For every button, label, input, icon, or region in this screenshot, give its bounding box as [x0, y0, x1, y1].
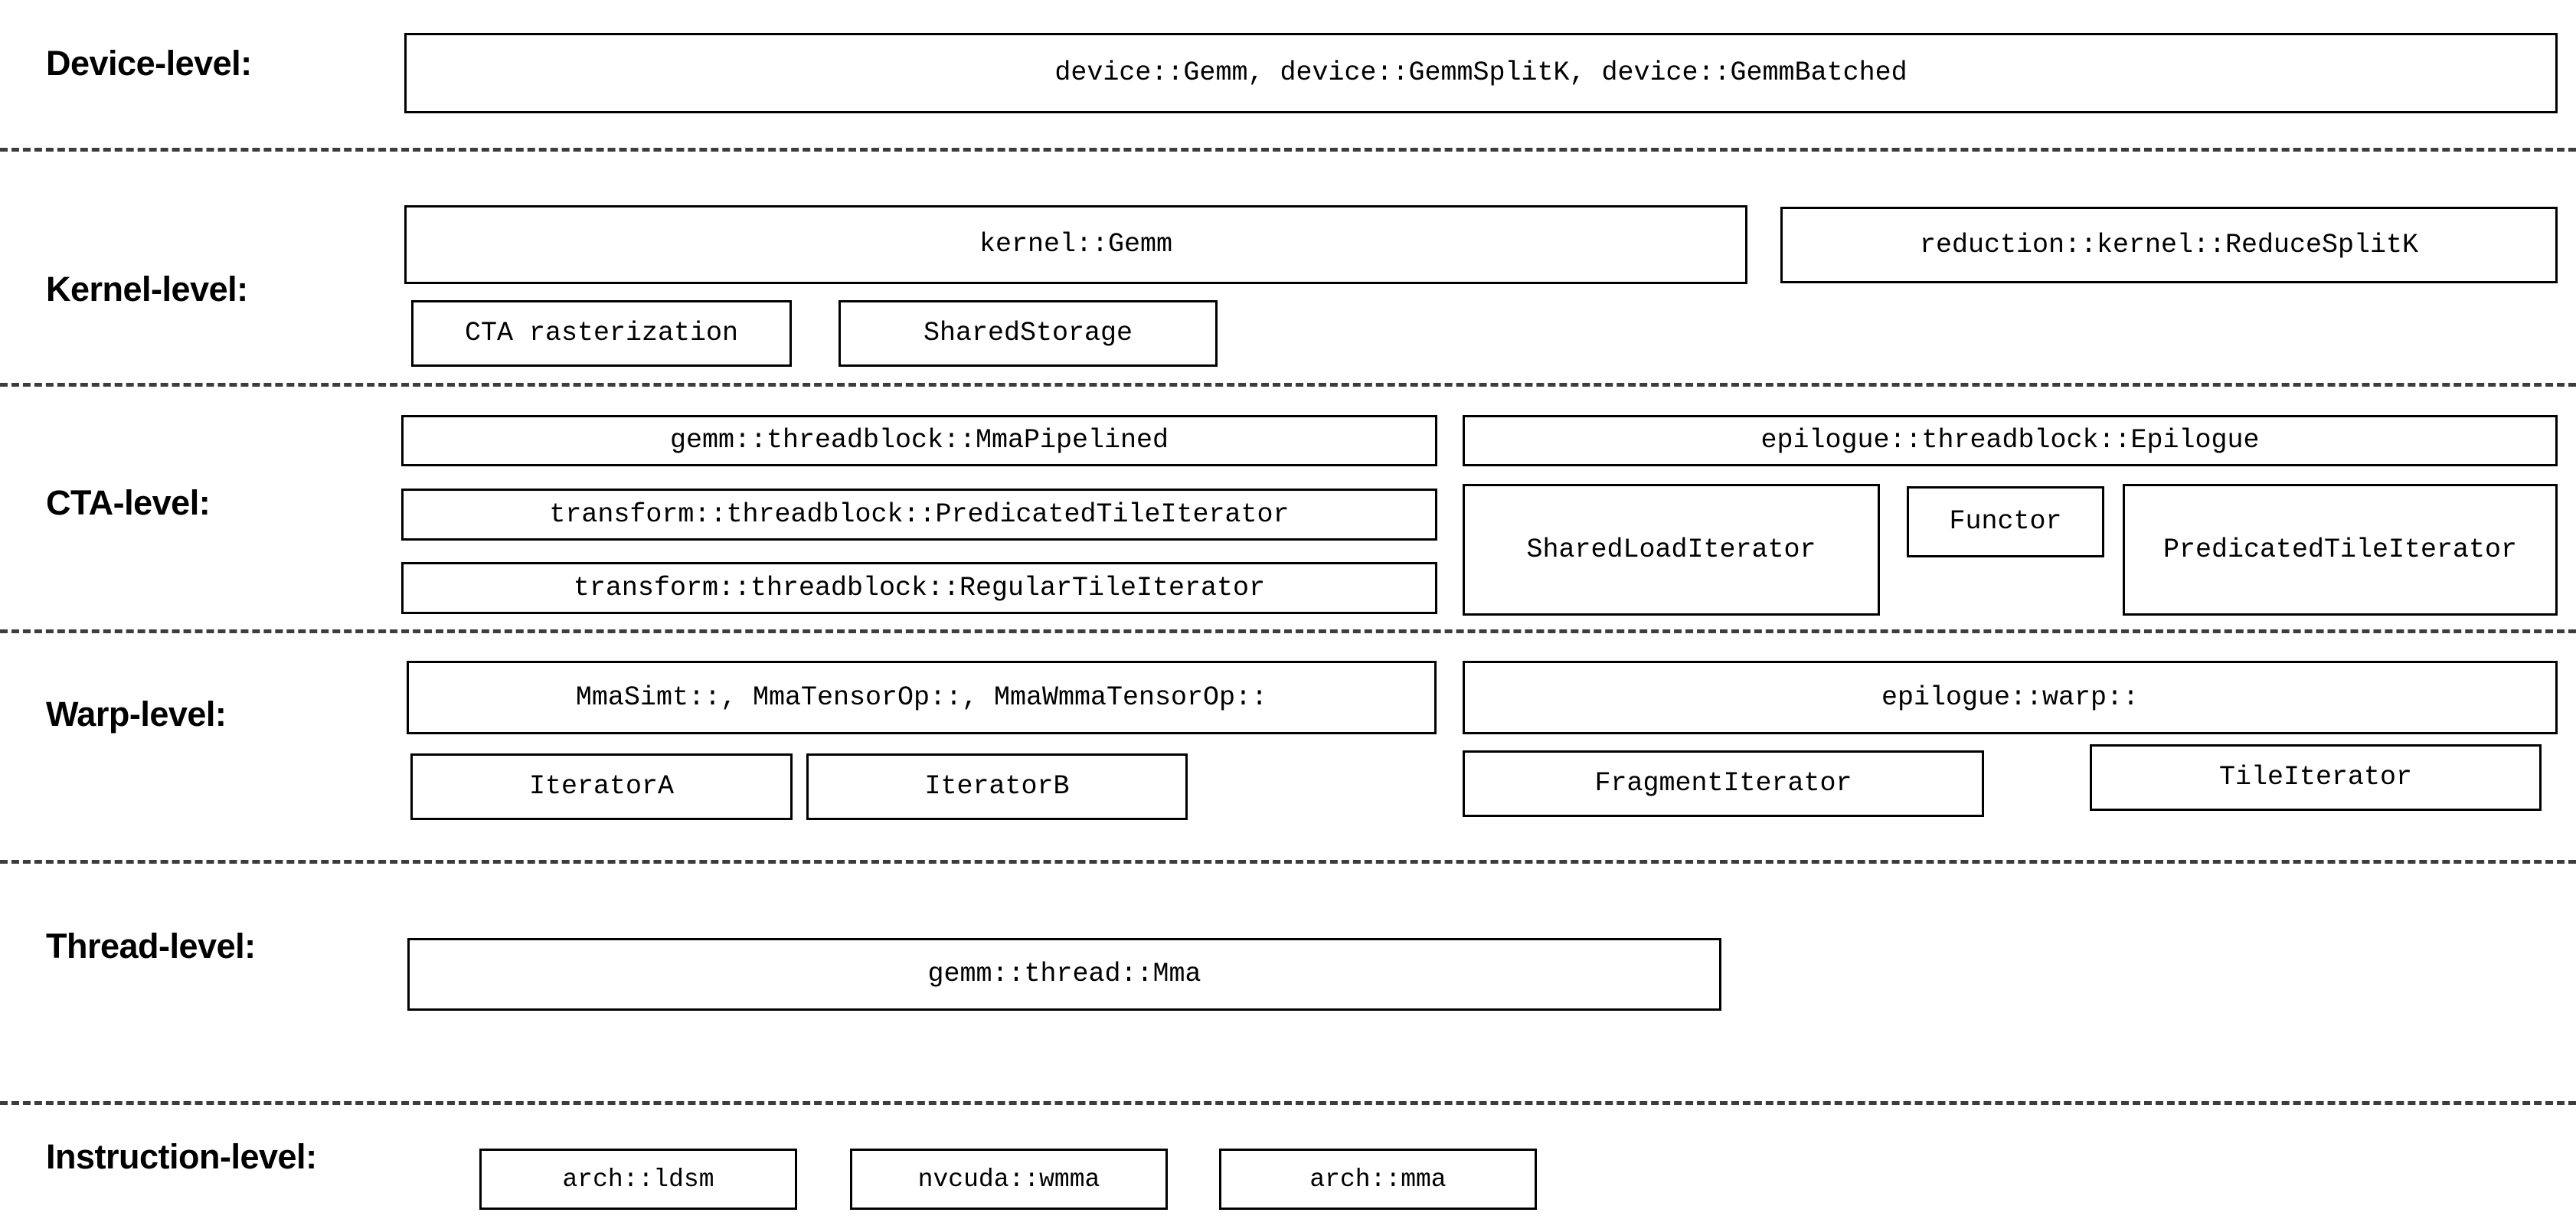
- box-warp-iteratorb[interactable]: IteratorB: [806, 753, 1188, 820]
- box-gemm-thread-mma[interactable]: gemm::thread::Mma: [407, 938, 1721, 1011]
- row-label-cta-level: CTA-level:: [46, 483, 211, 522]
- box-cta-rasterization[interactable]: CTA rasterization: [411, 300, 792, 367]
- box-transform-threadblock-regulartileiterator[interactable]: transform::threadblock::RegularTileItera…: [401, 562, 1437, 614]
- separator-device-kernel: [0, 148, 2576, 152]
- box-functor[interactable]: Functor: [1907, 486, 2104, 557]
- box-warp-mma-variants[interactable]: MmaSimt::, MmaTensorOp::, MmaWmmaTensorO…: [407, 661, 1437, 734]
- separator-warp-thread: [0, 860, 2576, 864]
- separator-cta-warp: [0, 629, 2576, 633]
- row-label-instruction-level: Instruction-level:: [46, 1137, 317, 1176]
- box-sharedloaditerator[interactable]: SharedLoadIterator: [1463, 484, 1880, 616]
- box-transform-threadblock-predicatedtileiterator[interactable]: transform::threadblock::PredicatedTileIt…: [401, 489, 1437, 541]
- box-epilogue-warp[interactable]: epilogue::warp::: [1463, 661, 2558, 734]
- row-label-warp-level: Warp-level:: [46, 694, 227, 734]
- box-arch-ldsm[interactable]: arch::ldsm: [479, 1149, 797, 1210]
- box-warp-fragmentiterator[interactable]: FragmentIterator: [1463, 750, 1984, 817]
- box-device-gemm[interactable]: device::Gemm, device::GemmSplitK, device…: [404, 33, 2558, 113]
- box-arch-mma[interactable]: arch::mma: [1219, 1149, 1537, 1210]
- row-label-kernel-level: Kernel-level:: [46, 270, 248, 309]
- box-sharedstorage[interactable]: SharedStorage: [839, 300, 1218, 367]
- box-gemm-threadblock-mmapipelined[interactable]: gemm::threadblock::MmaPipelined: [401, 415, 1437, 466]
- box-nvcuda-wmma[interactable]: nvcuda::wmma: [850, 1149, 1168, 1210]
- box-kernel-gemm[interactable]: kernel::Gemm: [404, 205, 1747, 284]
- box-warp-tileiterator[interactable]: TileIterator: [2090, 744, 2542, 811]
- separator-kernel-cta: [0, 383, 2576, 387]
- box-warp-iteratora[interactable]: IteratorA: [410, 753, 793, 820]
- box-epilogue-threadblock-epilogue[interactable]: epilogue::threadblock::Epilogue: [1463, 415, 2558, 466]
- box-reduction-kernel-reducesplitk[interactable]: reduction::kernel::ReduceSplitK: [1780, 207, 2558, 283]
- row-label-device-level: Device-level:: [46, 44, 252, 83]
- separator-thread-instruction: [0, 1101, 2576, 1105]
- row-label-thread-level: Thread-level:: [46, 927, 256, 966]
- box-epilogue-predicatedtileiterator[interactable]: PredicatedTileIterator: [2123, 484, 2558, 616]
